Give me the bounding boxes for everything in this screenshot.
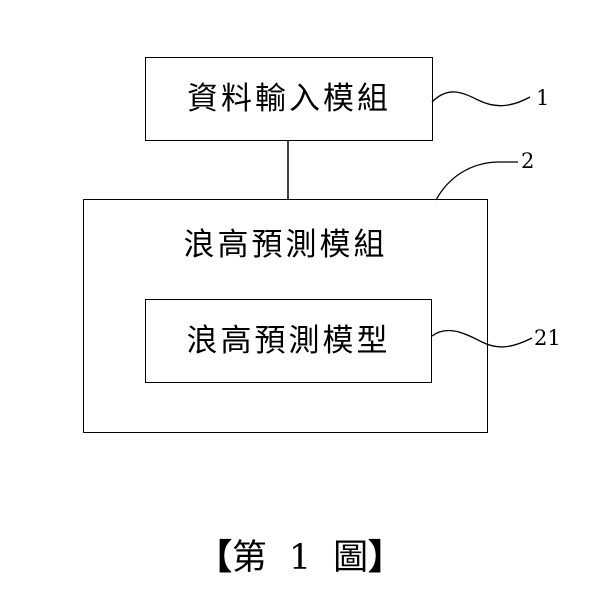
leader-line-1 [431,91,531,107]
caption-prefix: 第 [231,538,267,578]
prediction-module-label: 浪高預測模組 [183,227,388,263]
caption-close-bracket: 】 [368,537,404,578]
caption-suffix: 圖 [333,538,369,578]
leader-line-2 [435,161,518,201]
caption-number: 1 [288,538,312,578]
input-module-label: 資料輸入模組 [187,81,391,117]
prediction-model-box: 浪高預測模型 [145,299,432,383]
prediction-model-label: 浪高預測模型 [186,323,391,359]
prediction-model-ref: 21 [534,326,561,350]
input-module-ref: 1 [536,86,550,110]
prediction-module-box: 浪高預測模組 [83,199,488,433]
prediction-module-ref: 2 [521,149,535,173]
input-module-box: 資料輸入模組 [145,57,433,141]
caption-open-bracket: 【 [196,537,232,578]
